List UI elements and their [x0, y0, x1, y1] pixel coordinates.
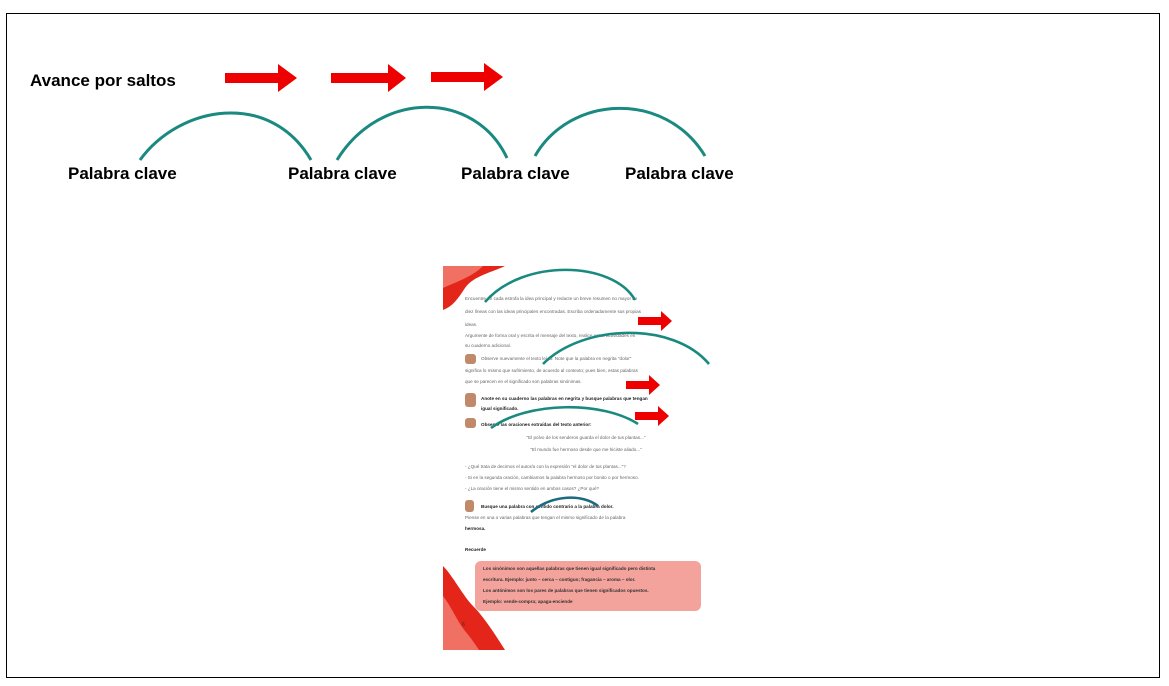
- keyword-label-3: Palabra clave: [461, 164, 570, 183]
- recuerde-line: Los sinónimos son aquellas palabras que …: [483, 566, 656, 571]
- ws-line: Encuentre en cada estrofa la idea princi…: [465, 296, 638, 301]
- ws-line: Busque una palabra con sentido contrario…: [481, 504, 614, 509]
- recuerde-line: Los antónimos son los pares de palabras …: [483, 588, 649, 593]
- ws-line: igual significado.: [481, 406, 519, 411]
- recuerde-box: Los sinónimos son aquellas palabras que …: [475, 561, 701, 611]
- ws-line: que se parecen en el significado son pal…: [465, 379, 582, 384]
- ws-line: su cuaderno adicional.: [465, 343, 511, 348]
- recuerde-heading: Recuerde: [465, 547, 486, 552]
- ws-line: Anote en su cuaderno las palabras en neg…: [481, 396, 648, 401]
- keyword-label-1: Palabra clave: [68, 164, 177, 183]
- diagram-frame: [6, 13, 1160, 678]
- page-arc-1: [484, 268, 637, 303]
- ws-line: Observe nuevamente el texto leído. Note …: [481, 356, 632, 361]
- keyword-label-4: Palabra clave: [625, 164, 734, 183]
- page-arrow-1: [638, 311, 672, 331]
- ws-line: ideas.: [465, 322, 478, 327]
- ws-line: hermosa.: [465, 526, 486, 531]
- recuerde-line: escritura. Ejemplo: junto – cerca – cont…: [483, 577, 636, 582]
- person-icon: [465, 393, 476, 407]
- page-arrow-2: [626, 375, 660, 395]
- ws-line: "El polvo de los senderos guarda el dolo…: [526, 435, 646, 440]
- page-arc-2: [542, 331, 710, 365]
- ws-line: diez líneas con las ideas principales en…: [465, 309, 641, 314]
- ws-line: - Si en la segunda oración, cambiamos la…: [465, 475, 639, 480]
- ws-line: Piense en una o varias palabras que teng…: [465, 515, 626, 520]
- page-arrow-3: [635, 406, 669, 426]
- ws-line: Observe las oraciones extraídas del text…: [481, 422, 592, 427]
- page-decoration: [443, 266, 505, 650]
- page-arc-4: [530, 496, 599, 514]
- page-arc-3: [490, 405, 639, 430]
- keyword-label-2: Palabra clave: [288, 164, 397, 183]
- ws-line: - ¿Qué trata de decirnos el autor/a con …: [465, 464, 626, 469]
- ws-line: significa lo mismo que sufrimiento, de a…: [465, 368, 638, 373]
- page-annotations: [484, 268, 710, 514]
- ws-line: "El mundo fue hermoso desde que me hicis…: [530, 447, 642, 452]
- worksheet-thumbnail: Encuentre en cada estrofa la idea princi…: [443, 266, 715, 650]
- activity-icon: [465, 418, 476, 428]
- ws-line: Argumente de forma oral y escrita el men…: [465, 333, 636, 338]
- diagram-title: Avance por saltos: [30, 71, 176, 90]
- page-number: 6: [462, 622, 465, 628]
- pencil-icon: [465, 500, 474, 512]
- recuerde-line: Ejemplo: vende-compra; apaga-enciende: [483, 599, 573, 604]
- ws-line: - ¿La oración tiene el mismo sentido en …: [465, 486, 600, 491]
- activity-icon: [465, 354, 476, 364]
